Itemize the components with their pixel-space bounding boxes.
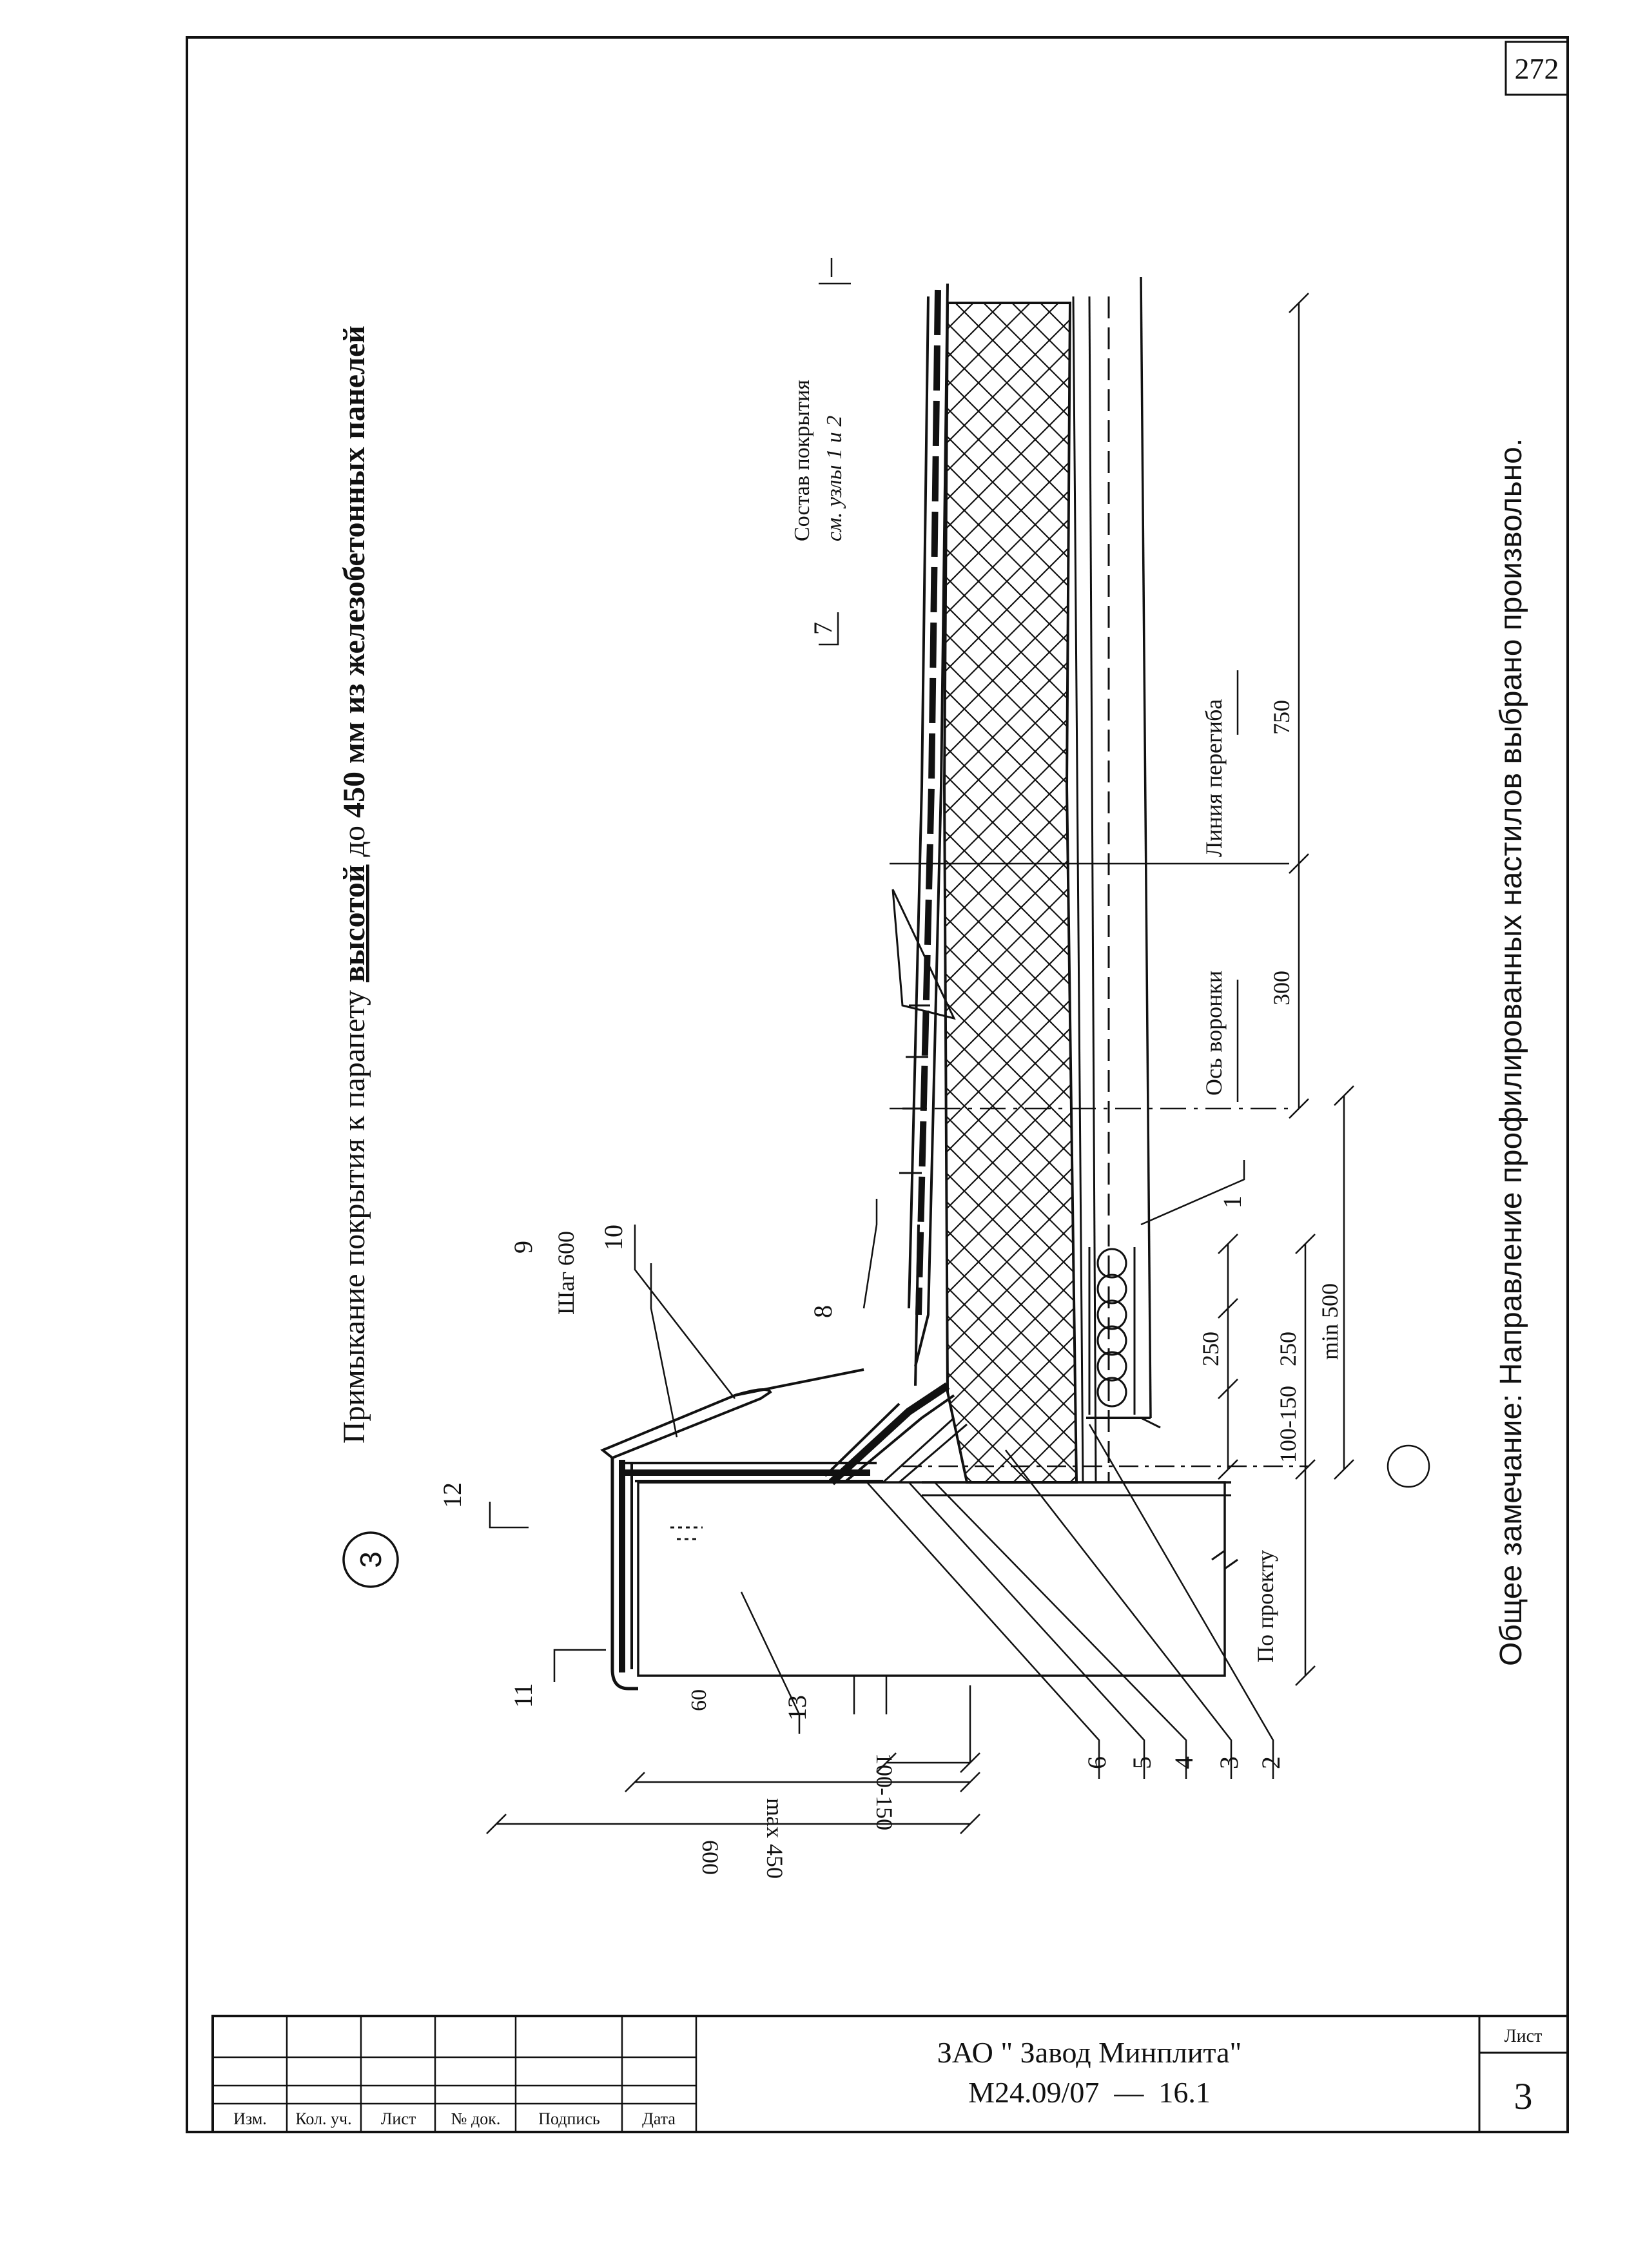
roof-deck [1072,276,1161,1483]
callout-4: 4 [1169,1756,1198,1769]
title-sheet-label: Лист [1505,2026,1543,2046]
dim-min500: min 500 [1317,1283,1343,1360]
wall-lines [922,1481,1231,1497]
dim-600: 600 [697,1840,723,1875]
dimension-lines [486,293,1354,1834]
title-col-date: Дата [642,2109,676,2128]
counter-flashing [600,1368,864,1460]
callout-10: 10 [599,1225,628,1250]
dim-250b: 250 [1275,1332,1301,1366]
page-number-box: 272 [1505,41,1569,96]
mineral-wool-seal [1088,1247,1136,1415]
funnel-axis-label: Ось воронки [1201,971,1227,1096]
callout-5: 5 [1127,1756,1156,1769]
callout-11: 11 [509,1683,538,1708]
node-title: Примыкание покрытия к парапету высотой д… [337,325,371,1444]
roof-membrane [899,283,949,1386]
callout-13: 13 [783,1695,812,1721]
dim-100-150b: 100-150 [872,1753,897,1830]
node-number-circle [342,1531,399,1588]
callout-9: 9 [509,1241,538,1254]
title-organization: ЗАО " Завод Минплита" [937,2036,1242,2069]
rotated-labels: 3 Примыкание покрытия к парапету высотой… [337,325,1528,1879]
title-col-doc: № док. [451,2109,501,2128]
callout-1: 1 [1218,1196,1247,1208]
general-note: Общее замечание: Направление профилирова… [1494,438,1528,1666]
dim-100-150a: 100-150 [1275,1386,1301,1463]
funnel-marker [891,889,956,1020]
by-project-label: По проекту [1252,1550,1278,1663]
title-col-list: Лист [381,2109,416,2128]
composition-line1: Состав покрытия [790,380,814,541]
bend-line-label: Линия перегиба [1201,699,1227,857]
step-label: Шаг 600 [553,1231,579,1315]
leader-lines [489,258,1274,1779]
title-sheet-number: 3 [1514,2075,1533,2117]
title-block [211,2015,1569,2133]
dim-max450: max 450 [762,1798,788,1879]
axis-lines [890,862,1430,1488]
parapet-membrane [610,1457,883,1691]
dim-750: 750 [1269,700,1294,735]
callout-6: 6 [1082,1756,1111,1769]
cant-strip [824,1382,968,1486]
callout-12: 12 [438,1482,467,1508]
dim-250a: 250 [1198,1332,1223,1366]
composition-line2: см. узлы 1 и 2 [823,416,846,541]
title-document: М24.09/07 — 16.1 [968,2076,1211,2109]
page-number: 272 [1515,52,1559,85]
callout-3: 3 [1214,1756,1243,1769]
callout-7: 7 [808,622,837,635]
node-number: 3 [354,1551,387,1568]
title-col-izm: Изм. [233,2109,267,2128]
title-col-sign: Подпись [538,2109,600,2128]
callout-2: 2 [1256,1756,1285,1769]
roof-insulation [942,302,1078,1484]
title-col-kol: Кол. уч. [295,2109,351,2128]
dim-300: 300 [1269,971,1294,1005]
parapet-panel [637,1481,1238,1677]
callout-8: 8 [808,1305,837,1318]
dim-60: 60 [687,1689,711,1711]
